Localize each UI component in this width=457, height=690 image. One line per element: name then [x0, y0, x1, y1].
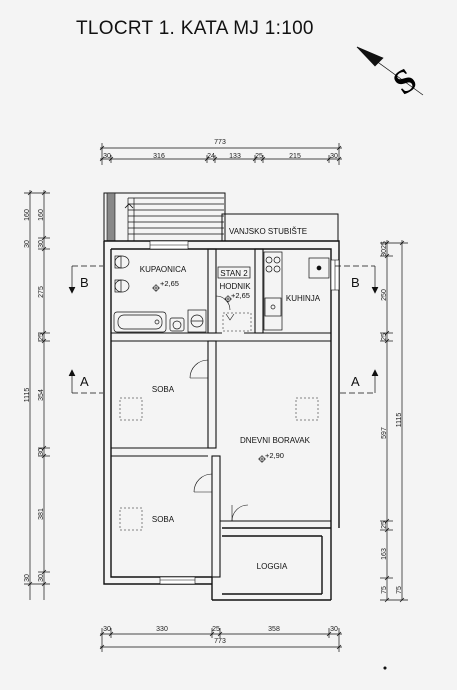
dim-bottom-358: 358 [268, 626, 280, 633]
dim-right-75a: 75 [381, 586, 388, 594]
dim-right-250: 250 [381, 289, 388, 301]
section-b-left: B [80, 275, 89, 290]
level-hodnik: +2,65 [231, 291, 250, 300]
dim-right-1115: 1115 [396, 413, 403, 428]
dim-left-25: 25 [38, 333, 45, 341]
room-kupaonica: KUPAONICA [140, 265, 187, 274]
room-soba-2: SOBA [152, 515, 175, 524]
windows [149, 240, 340, 585]
dim-bottom-25: 25 [212, 626, 220, 633]
bathroom-fixtures [113, 255, 207, 333]
room-loggia: LOGGIA [257, 562, 288, 571]
level-dnevni-boravak: +2,90 [265, 451, 284, 460]
dim-top-total: 773 [214, 139, 226, 146]
label-stan-2: STAN 2 [220, 269, 248, 278]
kitchen-fixtures [263, 251, 330, 331]
dim-left-1115a: 1115 [24, 388, 31, 403]
apartment-label-box [217, 266, 251, 279]
section-b-right: B [351, 275, 360, 290]
dim-left-30b: 30 [38, 240, 45, 248]
scan-dot [383, 666, 387, 670]
dim-right-597: 597 [381, 427, 388, 439]
dim-left-30e: 30 [24, 574, 31, 582]
level-kupaonica: +2,65 [160, 279, 179, 288]
top-dimension-lines [99, 143, 342, 165]
dim-top-316: 316 [153, 153, 165, 160]
dim-top-25: 25 [255, 153, 263, 160]
dim-left-30c: 30 [38, 448, 45, 456]
bottom-dimension-lines [99, 628, 342, 652]
dim-left-30d: 30 [38, 574, 45, 582]
interior-walls [111, 248, 331, 578]
room-hodnik: HODNIK [219, 282, 251, 291]
left-dimension-lines [24, 190, 50, 600]
section-a-left: A [80, 374, 89, 389]
dim-right-163: 163 [381, 548, 388, 560]
room-kuhinja: KUHINJA [286, 294, 321, 303]
doors [189, 295, 249, 522]
dim-bottom-total: 773 [214, 638, 226, 645]
dim-left-160a: 160 [24, 209, 31, 221]
dim-left-275: 275 [38, 286, 45, 298]
dim-left-160b: 160 [38, 209, 45, 221]
dim-bottom-330: 330 [156, 626, 168, 633]
room-soba-1: SOBA [152, 385, 175, 394]
dim-top-133: 133 [229, 153, 241, 160]
dim-right-25: 25 [381, 333, 388, 341]
dim-right-75b: 75 [396, 586, 403, 594]
dim-top-30a: 30 [103, 153, 111, 160]
right-dimension-lines [380, 240, 408, 603]
dim-bottom-30a: 30 [103, 626, 111, 633]
section-a-right: A [351, 374, 360, 389]
dim-top-215: 215 [289, 153, 301, 160]
room-vanjsko-stubiste: VANJSKO STUBIŠTE [229, 227, 307, 236]
north-arrow-icon [356, 46, 424, 96]
dim-right-3025: 3025 [381, 241, 388, 257]
plan-title: TLOCRT 1. KATA MJ 1:100 [76, 18, 314, 39]
room-dnevni-boravak: DNEVNI BORAVAK [240, 436, 311, 445]
section-markers [68, 265, 379, 394]
dim-bottom-30b: 30 [330, 626, 338, 633]
furniture-markers [119, 312, 319, 531]
dim-right-25b: 25 [381, 521, 388, 529]
dim-left-354: 354 [38, 389, 45, 401]
dim-top-24: 24 [207, 153, 215, 160]
dim-left-381: 381 [38, 508, 45, 520]
north-label: S [387, 61, 424, 102]
dim-left-30a: 30 [24, 240, 31, 248]
dim-top-30b: 30 [330, 153, 338, 160]
level-markers [152, 284, 266, 463]
